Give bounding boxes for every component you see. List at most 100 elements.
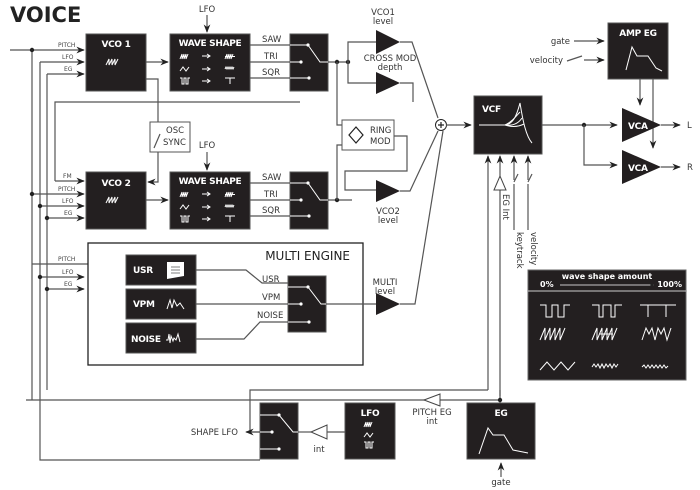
shaped-sqr-icon <box>225 77 235 84</box>
multi-engine-title: MULTI ENGINE <box>265 249 350 263</box>
legend-end: 100% <box>657 280 682 289</box>
lfo-block[interactable]: LFO <box>344 402 396 460</box>
legend-start: 0% <box>540 280 554 289</box>
shape-lfo-switch[interactable] <box>259 402 299 460</box>
envelope-icon <box>478 426 529 455</box>
ring-label: RING <box>370 126 391 136</box>
arrow-icon <box>202 66 211 72</box>
wave-shape-1-block[interactable]: WAVE SHAPE <box>169 33 251 92</box>
tri-50-icon <box>591 362 619 370</box>
multi-eg-label: EG <box>64 281 73 288</box>
output-l-label: L <box>687 121 692 131</box>
cross-mod-sub: depth <box>378 63 403 73</box>
lfo-int-label: int <box>313 445 325 455</box>
multi-lfo-label: LFO <box>62 269 74 276</box>
vco1-lfo-label: LFO <box>62 54 74 61</box>
keytrack-switch[interactable] <box>513 173 519 183</box>
saw-0-icon <box>539 327 566 341</box>
shape-lfo-label: SHAPE LFO <box>191 428 238 438</box>
multi-select-switch[interactable] <box>287 275 327 333</box>
vco1-block[interactable]: VCO 1 <box>85 33 147 92</box>
ws1-saw-label: SAW <box>262 35 282 45</box>
diode-bridge-icon <box>348 126 364 144</box>
arrow-icon <box>202 204 211 210</box>
vco2-level-sub: level <box>378 216 398 226</box>
eg-gate-label: gate <box>491 478 510 488</box>
lfo-label: LFO <box>361 409 380 419</box>
vco2-level-label: VCO2 <box>376 207 400 217</box>
tri-0-icon <box>539 361 576 371</box>
vco2-lfo-label: LFO <box>62 198 74 205</box>
shaped-tri-icon <box>224 65 235 71</box>
shaped-sqr-icon <box>225 215 235 222</box>
vco1-label: VCO 1 <box>101 40 130 50</box>
ring-mod-block[interactable]: RING MOD <box>341 119 395 151</box>
ws1-sqr-label: SQR <box>262 68 280 78</box>
vco2-label: VCO 2 <box>101 179 130 189</box>
amp-velocity-label: velocity <box>530 56 563 66</box>
amp-eg-block[interactable]: AMP EG <box>607 22 669 80</box>
vca-left[interactable]: VCA <box>622 108 661 142</box>
legend-title: wave shape amount <box>562 272 653 281</box>
vco2-pitch-label: PITCH <box>58 186 75 193</box>
sqr-icon <box>180 215 190 223</box>
vcf-block[interactable]: VCF <box>473 95 543 155</box>
lfo-int-amp[interactable] <box>309 424 328 440</box>
ws1-lfo-label: LFO <box>199 5 216 15</box>
noise-wave-icon <box>166 332 181 344</box>
velocity-switch[interactable] <box>527 173 533 183</box>
cross-mod-label: CROSS MOD <box>364 54 417 64</box>
multi-vpm-label: VPM <box>262 293 280 303</box>
ws1-tri-label: TRI <box>263 52 278 62</box>
tri-100-icon <box>641 364 669 369</box>
noise-block[interactable]: NOISE <box>125 322 197 354</box>
eg-block[interactable]: EG <box>466 402 536 460</box>
vco2-level-amp[interactable] <box>376 180 400 202</box>
vca-r-label: VCA <box>628 164 648 174</box>
vca-right[interactable]: VCA <box>622 150 661 184</box>
osc-sync-switch[interactable]: OSC SYNC <box>149 121 191 153</box>
ws2-sqr-label: SQR <box>262 206 280 216</box>
wave-select-switch-2[interactable] <box>289 171 329 230</box>
osc-label: OSC <box>166 126 184 136</box>
tri-icon <box>179 66 190 72</box>
multi-usr-label: USR <box>262 275 280 285</box>
output-r-label: R <box>687 163 693 173</box>
page-title: VOICE <box>10 3 81 27</box>
saw-wave-icon <box>105 196 119 204</box>
pitch-eg-sub: int <box>426 417 438 427</box>
amp-velocity-switch[interactable] <box>566 55 583 62</box>
cross-mod-amp[interactable] <box>376 72 400 94</box>
saw-wave-icon <box>105 58 119 66</box>
shaped-saw-icon <box>224 191 235 198</box>
multi-level-label: MULTI <box>373 278 398 288</box>
arrow-icon <box>202 191 211 197</box>
eg-label: EG <box>495 409 508 419</box>
vco1-level-sub: level <box>373 17 393 27</box>
wave-select-switch-1[interactable] <box>289 33 329 92</box>
multi-level-sub: level <box>375 287 395 297</box>
wave-shape-1-label: WAVE SHAPE <box>179 39 242 49</box>
vco1-level-amp[interactable] <box>376 30 400 54</box>
usr-block[interactable]: USR <box>125 254 197 286</box>
noise-label: NOISE <box>131 335 161 345</box>
vco1-pitch-label: PITCH <box>58 42 75 49</box>
wave-shape-2-block[interactable]: WAVE SHAPE <box>169 171 251 230</box>
lfo-saw-icon <box>363 421 373 428</box>
vpm-block[interactable]: VPM <box>125 288 197 320</box>
input-buses <box>10 46 500 461</box>
eg-int-amp[interactable] <box>493 174 507 191</box>
ws2-tri-label: TRI <box>263 190 278 200</box>
velocity-vcf-label: velocity <box>528 232 538 265</box>
tri-icon <box>179 204 190 210</box>
vco2-block[interactable]: VCO 2 <box>85 171 147 230</box>
amp-eg-label: AMP EG <box>619 29 656 39</box>
usr-label: USR <box>133 266 153 276</box>
multi-level-amp[interactable] <box>376 293 400 315</box>
sqr-50-icon <box>592 304 622 318</box>
saw-icon <box>179 53 189 60</box>
vco2-eg-label: EG <box>64 210 73 217</box>
pitch-eg-int-amp[interactable] <box>422 393 441 407</box>
sqr-100-icon <box>640 304 676 317</box>
